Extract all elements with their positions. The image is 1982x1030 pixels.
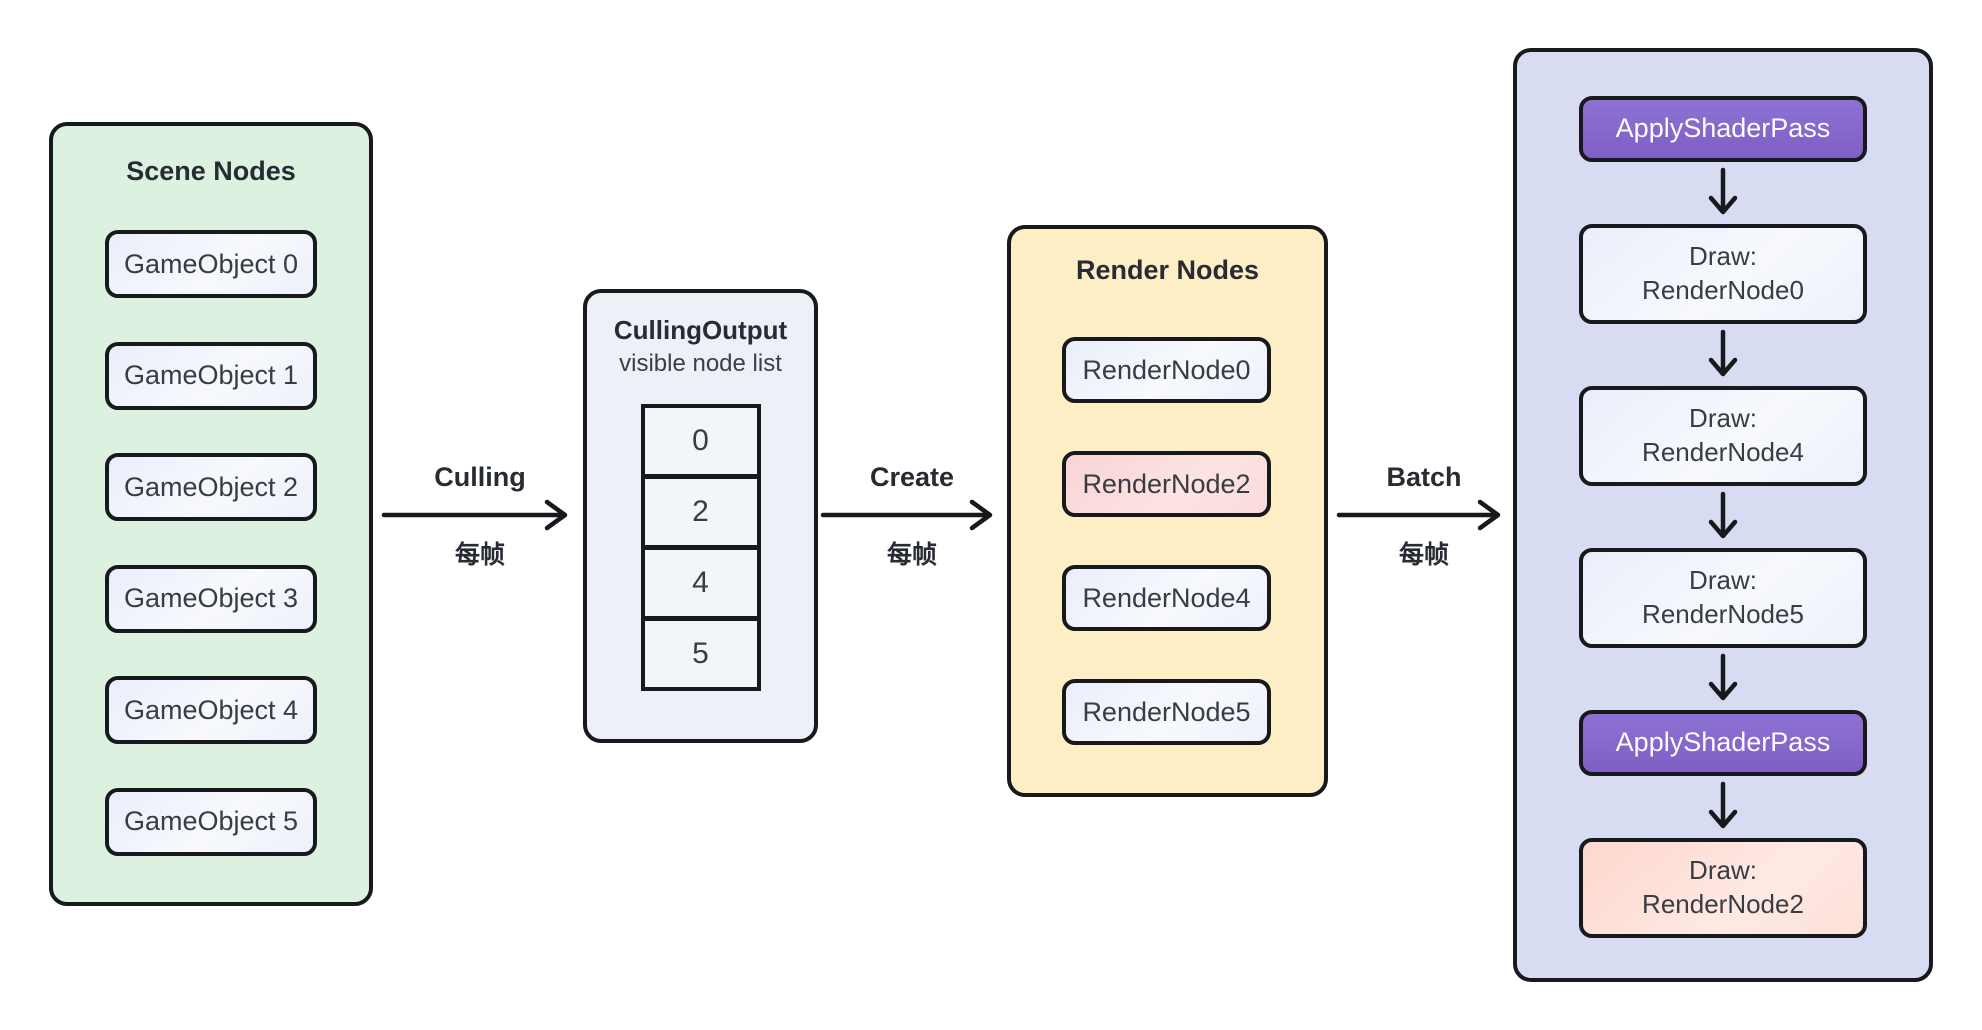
draw-step-line: RenderNode0 bbox=[1642, 275, 1804, 305]
gameobject-node: GameObject 0 bbox=[105, 230, 317, 298]
gameobject-node: GameObject 1 bbox=[105, 341, 317, 410]
culling-output-panel: CullingOutput visible node list 0 2 4 5 bbox=[583, 289, 818, 743]
culling-output-title: CullingOutput bbox=[613, 315, 788, 345]
culling-arrow-label: Culling bbox=[434, 462, 526, 492]
render-nodes-title: Render Nodes bbox=[1075, 255, 1260, 285]
down-arrow-icon bbox=[1708, 167, 1738, 215]
right-arrow-icon bbox=[381, 499, 568, 531]
culling-output-subtitle: visible node list bbox=[619, 350, 782, 377]
render-pass-panel: ApplyShaderPass Draw: RenderNode0 Draw: … bbox=[1513, 48, 1933, 982]
visible-node-cell: 0 bbox=[644, 408, 757, 474]
gameobject-node: GameObject 5 bbox=[105, 787, 317, 856]
scene-nodes-title: Scene Nodes bbox=[126, 156, 296, 186]
draw-step-line: RenderNode2 bbox=[1642, 889, 1804, 919]
gameobject-node: GameObject 3 bbox=[105, 564, 317, 633]
down-arrow-icon bbox=[1708, 781, 1738, 829]
gameobject-node: GameObject 2 bbox=[105, 453, 317, 522]
visible-node-list: 0 2 4 5 bbox=[640, 404, 761, 691]
draw-step-line: RenderNode4 bbox=[1642, 437, 1804, 467]
draw-step: Draw: RenderNode0 bbox=[1579, 224, 1867, 324]
visible-node-cell: 4 bbox=[644, 550, 757, 616]
down-arrow-icon bbox=[1708, 329, 1738, 377]
right-arrow-icon bbox=[820, 499, 993, 531]
batch-arrow-label: Batch bbox=[1386, 462, 1462, 492]
create-arrow-label: Create bbox=[869, 462, 955, 492]
draw-step-line: RenderNode5 bbox=[1642, 599, 1804, 629]
render-nodes-panel: Render Nodes RenderNode0 RenderNode2 Ren… bbox=[1007, 225, 1328, 797]
create-arrow-sublabel: 每帧 bbox=[886, 541, 937, 569]
right-arrow-icon bbox=[1336, 499, 1501, 531]
draw-step: Draw: RenderNode5 bbox=[1579, 548, 1867, 648]
render-pass-steps: ApplyShaderPass Draw: RenderNode0 Draw: … bbox=[1579, 96, 1867, 938]
scene-nodes-panel: Scene Nodes GameObject 0 GameObject 1 Ga… bbox=[49, 122, 373, 906]
batch-arrow-sublabel: 每帧 bbox=[1398, 541, 1449, 569]
down-arrow-icon bbox=[1708, 491, 1738, 539]
draw-step-line: Draw: bbox=[1689, 855, 1757, 886]
apply-shader-pass-step: ApplyShaderPass bbox=[1579, 710, 1867, 776]
render-nodes-list: RenderNode0 RenderNode2 RenderNode4 Rend… bbox=[1062, 337, 1271, 745]
visible-node-cell: 5 bbox=[644, 621, 757, 687]
create-arrow-group: Create 每帧 bbox=[820, 462, 1004, 571]
scene-nodes-list: GameObject 0 GameObject 1 GameObject 2 G… bbox=[105, 230, 317, 856]
down-arrow-icon bbox=[1708, 653, 1738, 701]
render-node: RenderNode4 bbox=[1062, 565, 1271, 631]
culling-arrow-sublabel: 每帧 bbox=[454, 541, 505, 569]
render-node: RenderNode5 bbox=[1062, 679, 1271, 745]
visible-node-cell: 2 bbox=[644, 479, 757, 545]
apply-shader-pass-step: ApplyShaderPass bbox=[1579, 96, 1867, 162]
draw-step-line: Draw: bbox=[1689, 241, 1757, 272]
render-node: RenderNode0 bbox=[1062, 337, 1271, 403]
culling-arrow-group: Culling 每帧 bbox=[381, 462, 579, 571]
draw-step-line: Draw: bbox=[1689, 403, 1757, 434]
gameobject-node: GameObject 4 bbox=[105, 676, 317, 745]
draw-step-line: Draw: bbox=[1689, 565, 1757, 596]
batch-arrow-group: Batch 每帧 bbox=[1336, 462, 1512, 571]
render-node-highlighted: RenderNode2 bbox=[1062, 451, 1271, 517]
draw-step-highlighted: Draw: RenderNode2 bbox=[1579, 838, 1867, 938]
draw-step: Draw: RenderNode4 bbox=[1579, 386, 1867, 486]
